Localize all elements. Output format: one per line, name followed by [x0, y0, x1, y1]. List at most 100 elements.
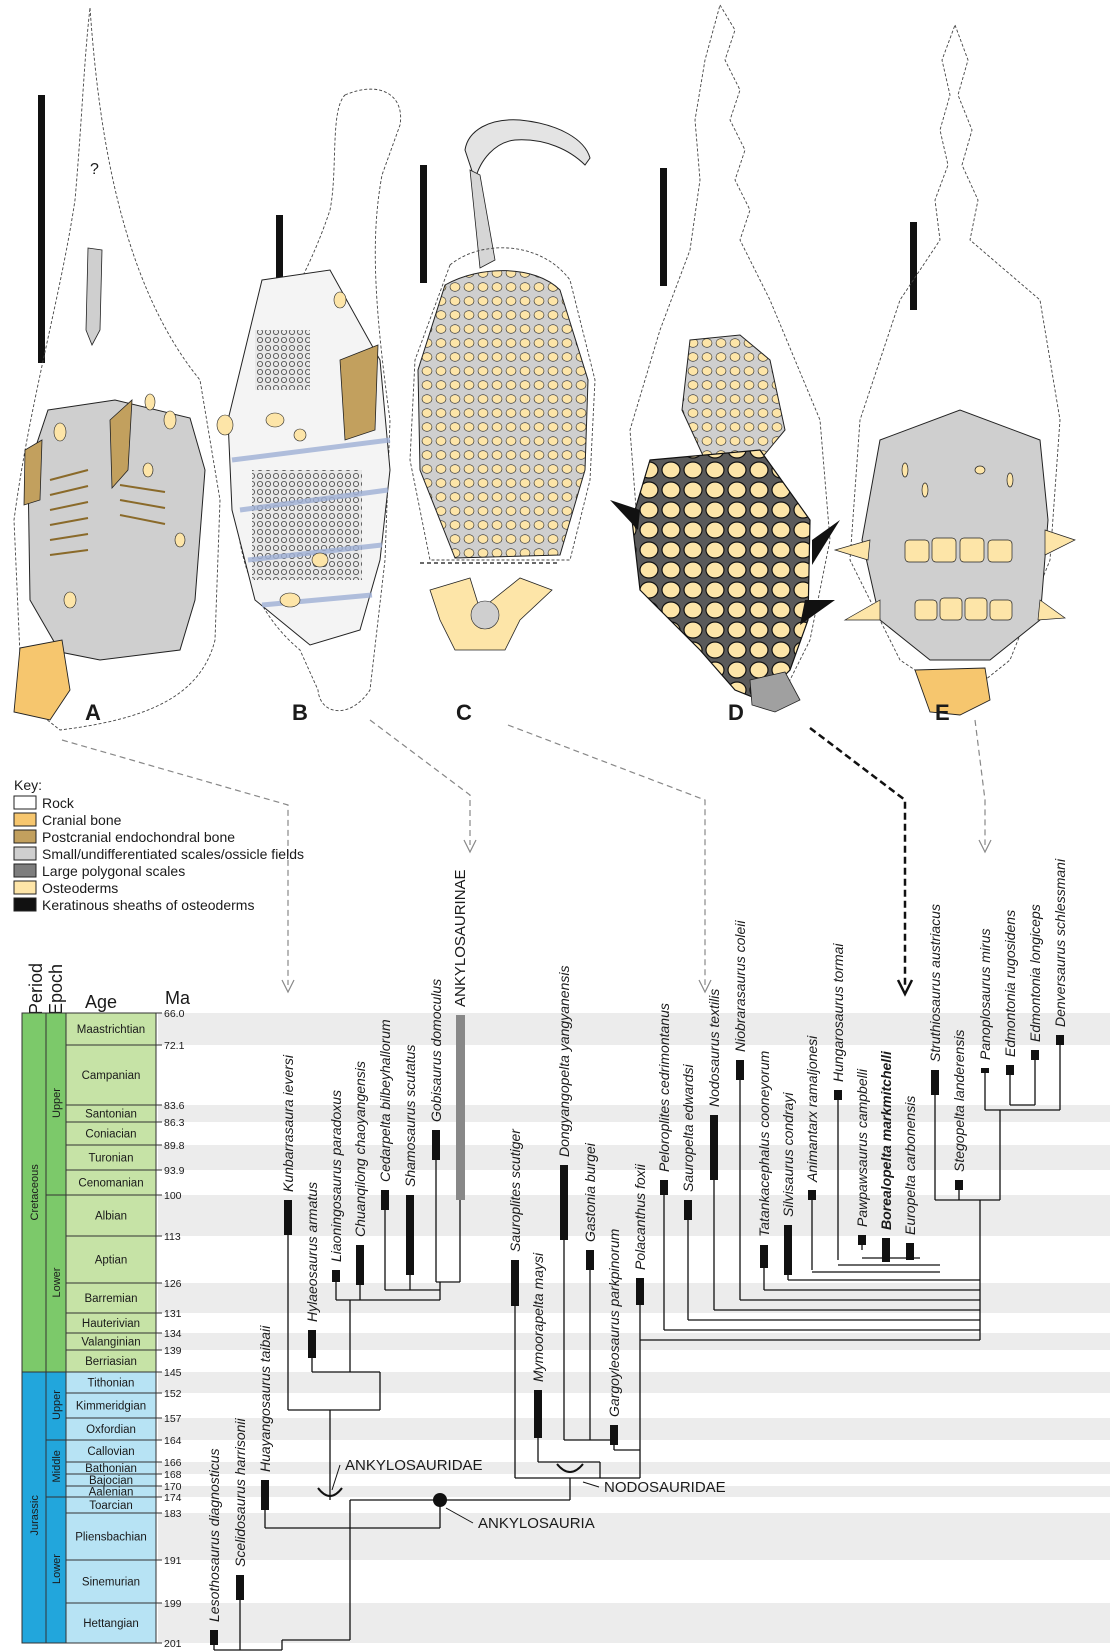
panel-label-b: B: [292, 700, 308, 725]
range-bar: [284, 1200, 292, 1235]
ma-label: 66.0: [164, 1008, 185, 1020]
epoch-header: Epoch: [46, 964, 66, 1015]
legend-swatch-keratin: [14, 898, 36, 911]
stage-label: Aptian: [95, 1255, 128, 1267]
specimen-e: E: [835, 25, 1075, 725]
stage-label: Pliensbachian: [75, 1532, 147, 1544]
range-bar: [736, 1060, 744, 1080]
range-bar: [332, 1270, 340, 1282]
range-bar: [560, 1165, 568, 1240]
taxon-label: Stegopelta landerensis: [951, 1030, 967, 1172]
scale-bar-a: [38, 95, 45, 363]
legend-swatch-small-scales: [14, 847, 36, 860]
legend-item: Small/undifferentiated scales/ossicle fi…: [14, 846, 304, 862]
stage-label: Cenomanian: [78, 1178, 143, 1190]
taxon-label: Tatankacephalus cooneyorum: [756, 1050, 772, 1237]
ma-label: 72.1: [164, 1040, 185, 1052]
range-bar: [660, 1180, 668, 1195]
stage-label: Berriasian: [85, 1356, 137, 1368]
body-e: [862, 410, 1048, 660]
legend-title: Key:: [14, 777, 42, 793]
age-band: [158, 1513, 1110, 1560]
range-bar: [834, 1090, 842, 1100]
taxon-label: Gobisaurus domoculus: [428, 979, 444, 1122]
legend-label: Osteoderms: [42, 880, 118, 896]
age-band: [158, 1603, 1110, 1643]
clade-label: NODOSAURIDAE: [604, 1479, 726, 1496]
taxon-label: Edmontonia longiceps: [1027, 904, 1043, 1042]
panel-label-a: A: [85, 700, 101, 725]
taxon-label: Hylaeosaurus armatus: [304, 1182, 320, 1322]
stage-label: Tithonian: [88, 1378, 135, 1390]
ma-label: 126: [164, 1278, 182, 1290]
ma-label: 174: [164, 1492, 182, 1504]
skull-e: [915, 668, 990, 715]
question-mark: ?: [90, 161, 99, 178]
range-bar: [931, 1070, 939, 1095]
epoch-label: Lower: [51, 1554, 63, 1584]
ma-label: 83.6: [164, 1100, 185, 1112]
legend-item: Keratinous sheaths of osteoderms: [14, 897, 254, 913]
legend-label: Large polygonal scales: [42, 863, 185, 879]
taxon-label: Animantarx ramaljonesi: [804, 1035, 820, 1183]
ma-label: 139: [164, 1345, 182, 1357]
clade-label: ANKYLOSAURIDAE: [345, 1457, 483, 1474]
taxon-label: Kunbarrasaura ieversi: [280, 1054, 296, 1192]
ma-label: 199: [164, 1598, 182, 1610]
taxon-label: Denversaurus schlessmani: [1052, 858, 1068, 1027]
range-bar: [432, 1130, 440, 1160]
taxon-label: Peloroplites cedrimontanus: [656, 1003, 672, 1172]
range-bar: [784, 1225, 792, 1275]
range-bar: [610, 1425, 618, 1445]
legend-item: Cranial bone: [14, 812, 122, 828]
taxon-label: Liaoningosaurus paradoxus: [328, 1090, 344, 1262]
taxon-label: ANKYLOSAURINAE: [452, 869, 469, 1007]
ma-label: 183: [164, 1508, 182, 1520]
ma-label: 93.9: [164, 1165, 185, 1177]
taxon-label: Hungarosaurus tormai: [830, 943, 846, 1082]
legend-label: Keratinous sheaths of osteoderms: [42, 897, 254, 913]
range-bar: [684, 1200, 692, 1220]
stage-label: Toarcian: [89, 1500, 132, 1512]
ma-label: 145: [164, 1367, 182, 1379]
stage-label: Kimmeridgian: [76, 1401, 146, 1413]
range-bar: [858, 1235, 866, 1245]
range-bar: [511, 1260, 519, 1306]
legend-swatch-large-scales: [14, 864, 36, 877]
age-header: Age: [85, 992, 117, 1012]
specimen-panels: ? A: [14, 5, 1075, 730]
stage-label: Bathonian: [85, 1463, 137, 1475]
stage-label: Sinemurian: [82, 1577, 140, 1589]
taxon-label: Panoplosaurus mirus: [977, 928, 993, 1060]
body-c: [418, 271, 588, 558]
ma-label: 166: [164, 1457, 182, 1469]
taxon-label: Shamosaurus scutatus: [402, 1045, 418, 1187]
range-bar: [456, 1015, 465, 1200]
taxon-label: Mymoorapelta maysi: [530, 1252, 546, 1382]
stage-label: Maastrichtian: [77, 1024, 145, 1036]
neck-c: [470, 170, 495, 268]
ma-label: 168: [164, 1469, 182, 1481]
ma-label: 89.8: [164, 1140, 185, 1152]
panel-label-d: D: [728, 700, 744, 725]
ma-label: 131: [164, 1308, 182, 1320]
tail-a: [86, 248, 102, 345]
specimen-d: D: [610, 5, 840, 725]
limb-b: [340, 345, 378, 440]
taxon-label: Gastonia burgei: [582, 1142, 598, 1242]
age-band: [158, 1013, 1110, 1045]
body-d: [632, 450, 810, 700]
range-bar: [534, 1390, 542, 1438]
taxon-label: Europelta carbonensis: [902, 1096, 918, 1235]
skull-d: [750, 672, 800, 712]
clade-label: ANKYLOSAURIA: [478, 1515, 595, 1532]
taxon-label: Struthiosaurus austriacus: [927, 904, 943, 1062]
stage-label: Bajocian: [89, 1475, 133, 1487]
legend-item: Rock: [14, 795, 75, 811]
legend-swatch-rock: [14, 796, 36, 809]
range-bar: [210, 1630, 218, 1645]
stage-label: Barremian: [84, 1293, 137, 1305]
period-label: Cretaceous: [29, 1164, 41, 1221]
stage-label: Campanian: [82, 1070, 141, 1082]
